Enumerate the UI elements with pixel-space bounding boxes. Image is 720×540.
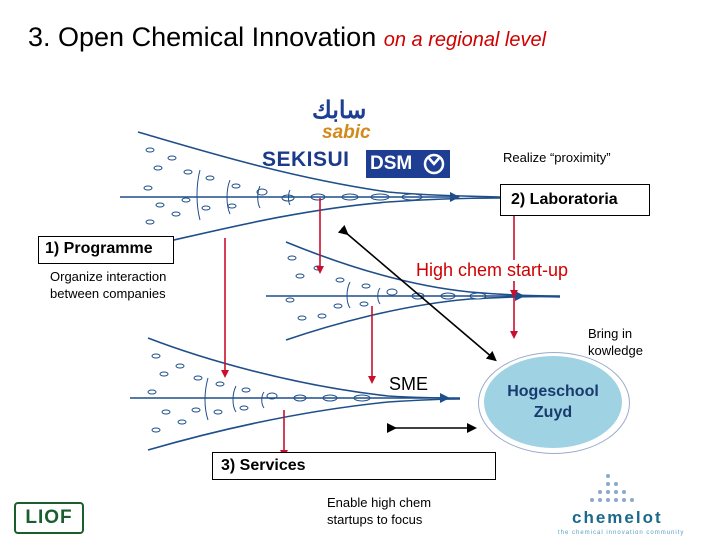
chemelot-logo: chemelot — [572, 508, 663, 527]
hogeschool-zuyd-bubble: Hogeschool Zuyd — [484, 356, 622, 448]
hogeschool-frame — [478, 352, 630, 454]
organize-note-line-2: between companies — [50, 286, 166, 301]
funnel-bottom — [130, 337, 461, 451]
sekisui-logo: SEKISUI — [262, 148, 350, 171]
sabic-arabic-logo: سابك — [312, 97, 367, 124]
programme-label: 1) Programme — [45, 240, 153, 257]
chemelot-dots-icon — [590, 474, 634, 502]
dsm-emblem-icon — [423, 153, 445, 175]
realize-note: Realize “proximity” — [503, 150, 611, 165]
high-chem-startup-label: High chem start-up — [416, 260, 569, 281]
bring-note-line-1: Bring in — [588, 326, 633, 341]
liof-logo: LIOF — [14, 502, 84, 534]
hogeschool-line-2: Zuyd — [533, 404, 573, 421]
dsm-logo: DSM — [366, 150, 450, 178]
liof-logo-text: LIOF — [25, 507, 73, 528]
bring-note: Bring in kowledge — [588, 325, 643, 359]
enable-note-line-1: Enable high chem — [327, 495, 432, 510]
enable-note-line-2: startups to focus — [327, 512, 423, 527]
title-main: 3. Open Chemical Innovation — [28, 22, 377, 52]
red-connectors — [221, 198, 518, 458]
sabic-logo: sabic — [322, 122, 371, 143]
services-label: 3) Services — [221, 457, 306, 474]
programme-box: 1) Programme — [38, 236, 174, 264]
laboratoria-label: 2) Laboratoria — [511, 191, 618, 208]
funnel-middle — [266, 241, 561, 341]
laboratoria-box: 2) Laboratoria — [500, 184, 650, 216]
sme-label: SME — [389, 374, 429, 395]
page-title: 3. Open Chemical Innovation on a regiona… — [28, 22, 546, 53]
hogeschool-line-1: Hogeschool — [507, 383, 599, 400]
chemelot-tagline: the chemical innovation community — [558, 530, 685, 536]
black-arrows — [337, 224, 497, 433]
title-subtitle: on a regional level — [383, 29, 547, 51]
bring-note-line-2: kowledge — [588, 343, 643, 358]
organize-note: Organize interaction between companies — [50, 268, 166, 302]
enable-note: Enable high chem startups to focus — [327, 494, 431, 528]
organize-note-line-1: Organize interaction — [50, 269, 167, 284]
diagonal-double-arrow — [337, 224, 497, 362]
dsm-logo-text: DSM — [370, 153, 413, 174]
services-box: 3) Services — [212, 452, 496, 480]
funnel-top — [120, 131, 501, 249]
